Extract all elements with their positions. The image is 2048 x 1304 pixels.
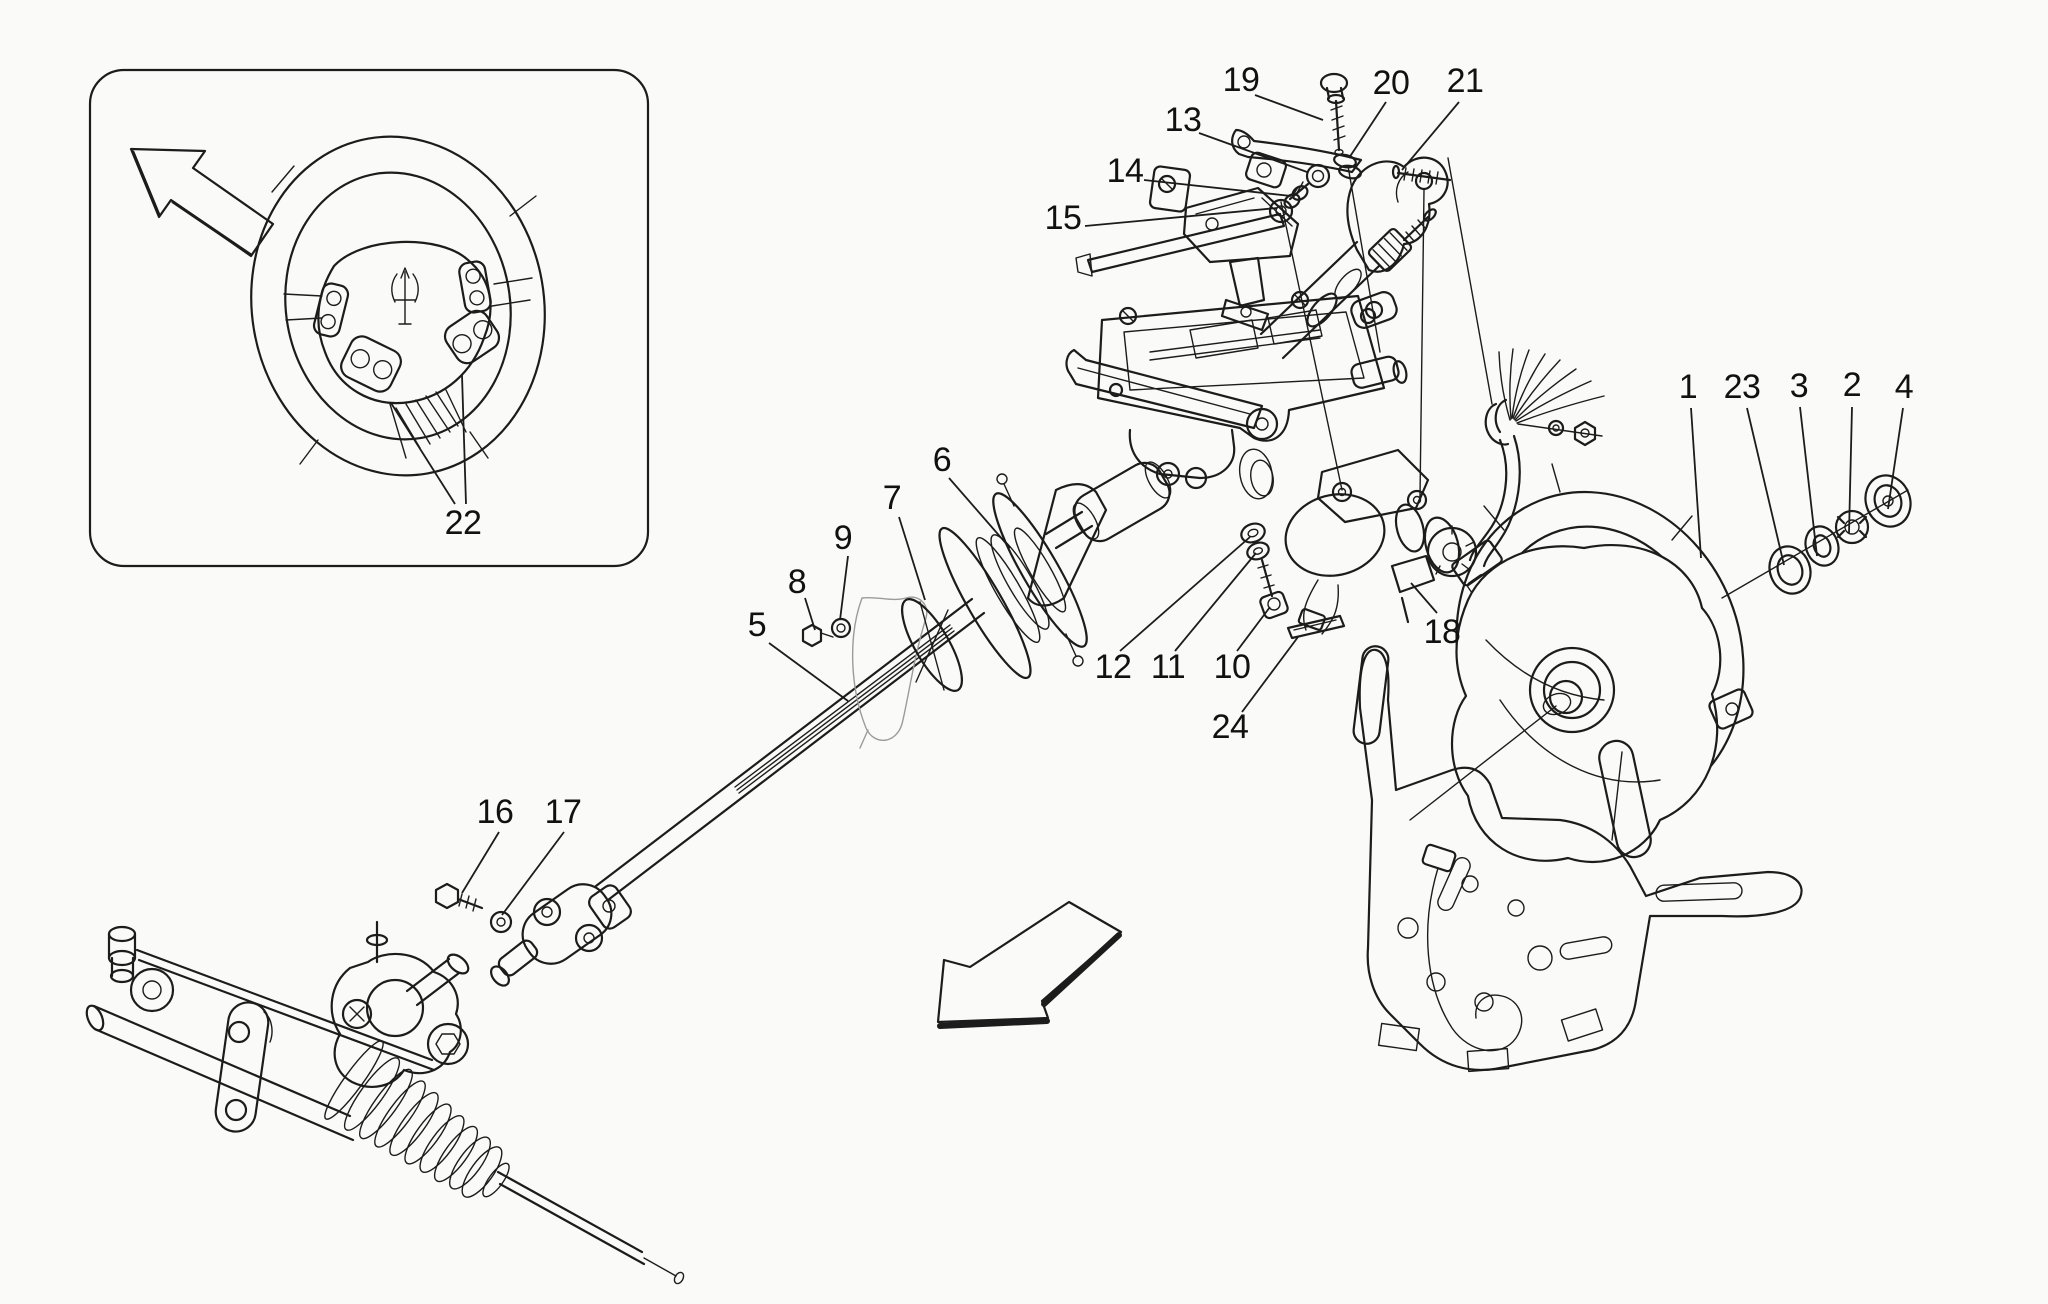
callout-label-9: 9 — [833, 519, 853, 557]
leader-line-17 — [501, 831, 565, 916]
callout-label-22: 22 — [444, 504, 482, 542]
upper-bracket-parts — [1075, 72, 1493, 498]
shaft-spring-washer — [901, 598, 963, 692]
leader-line-4 — [1887, 407, 1904, 510]
callout-label-8: 8 — [787, 563, 807, 601]
leader-line-22 — [461, 374, 467, 505]
boot-plates — [938, 473, 1088, 680]
leader-line-24 — [1241, 636, 1299, 713]
callout-label-19: 19 — [1222, 61, 1260, 99]
leader-line-20 — [1348, 101, 1387, 159]
column-bolt — [1319, 72, 1349, 156]
callout-label-14: 14 — [1106, 152, 1144, 190]
leader-line-8 — [804, 597, 816, 631]
callout-label-20: 20 — [1372, 64, 1410, 102]
callout-label-5: 5 — [747, 606, 767, 644]
lower-universal-joint — [434, 882, 632, 987]
leader-line-6 — [948, 477, 1011, 549]
callout-label-3: 3 — [1789, 367, 1809, 405]
leader-line-19 — [1254, 94, 1324, 121]
callout-label-7: 7 — [882, 479, 902, 517]
ignition-lock-assembly — [1240, 448, 1478, 640]
leader-line-5 — [768, 642, 849, 702]
column-mount-plate — [1044, 290, 1386, 550]
callout-label-13: 13 — [1164, 101, 1202, 139]
steering-column-tube — [1259, 208, 1437, 389]
callout-label-15: 15 — [1044, 199, 1082, 237]
leader-line-13 — [1198, 132, 1308, 173]
leader-lines — [390, 94, 1904, 916]
rack-pinion-housing — [330, 920, 470, 1088]
leader-line-9 — [839, 555, 849, 621]
leader-line-15 — [1084, 207, 1278, 227]
callout-label-23: 23 — [1723, 368, 1761, 406]
direction-arrow-up-left-icon — [129, 147, 275, 258]
callout-label-11: 11 — [1150, 648, 1186, 686]
hub-fasteners — [1721, 474, 1912, 599]
wheel-button-panel-bottom-left — [340, 335, 402, 393]
leader-line-16 — [461, 831, 500, 894]
inset-reference-box — [88, 68, 650, 568]
callout-label-10: 10 — [1213, 648, 1251, 686]
callout-label-12: 12 — [1094, 648, 1132, 686]
wiring-harness — [1451, 348, 1605, 595]
leader-line-11 — [1174, 552, 1257, 652]
leader-line-12 — [1119, 536, 1251, 652]
wheel-mount-bracket — [1358, 648, 1803, 1073]
leader-line-18 — [1410, 582, 1438, 614]
steering-wheel-rear — [1352, 463, 1754, 863]
callout-label-17: 17 — [544, 793, 582, 831]
joint-clamp-bolt — [434, 882, 484, 912]
steering-wheel-inset — [250, 135, 546, 477]
callout-label-16: 16 — [476, 793, 514, 831]
wheel-button-panel-bottom-right — [443, 309, 501, 365]
callout-label-21: 21 — [1446, 62, 1484, 100]
upper-shaft-spline — [1367, 227, 1413, 273]
wheel-button-panel-left — [312, 282, 350, 338]
shaft-seal-boot-assembly — [801, 473, 1108, 749]
steering-rack-assembly — [85, 920, 685, 1285]
boot-washer — [830, 617, 852, 639]
maserati-trident-logo — [391, 267, 419, 325]
leader-line-21 — [1401, 101, 1460, 171]
joint-washer — [489, 910, 513, 934]
lock-fasteners — [1240, 522, 1289, 620]
callout-label-18: 18 — [1423, 613, 1461, 651]
paddle-shifter-left — [1352, 645, 1390, 745]
column-lower-joint — [1044, 428, 1274, 550]
leader-line-23 — [1746, 407, 1785, 566]
harness-wires — [1498, 348, 1605, 424]
leader-line-1 — [1690, 407, 1702, 559]
leader-line-10 — [1236, 606, 1271, 652]
leader-line-2 — [1848, 406, 1853, 534]
leader-line-14 — [1143, 179, 1292, 197]
rack-mount-plates — [214, 1001, 273, 1133]
callout-label-1: 1 — [1678, 368, 1698, 406]
callout-label-6: 6 — [932, 441, 952, 479]
callout-label-4: 4 — [1894, 368, 1914, 406]
paddle-shifter-right — [1598, 739, 1652, 859]
boot-bolt — [801, 623, 834, 648]
leader-line-3 — [1799, 406, 1818, 557]
shaft-cone-seal — [1026, 483, 1108, 607]
intermediate-shaft — [594, 597, 986, 902]
callout-label-2: 2 — [1842, 366, 1862, 404]
direction-arrow-down-left-icon — [936, 900, 1123, 1029]
callout-label-24: 24 — [1211, 708, 1249, 746]
tie-rod-end — [107, 925, 175, 1013]
rack-bellows-boot — [324, 1040, 510, 1198]
leader-line-22 — [390, 402, 456, 505]
leader-line-7 — [898, 516, 926, 601]
transponder-strip — [1286, 614, 1346, 640]
